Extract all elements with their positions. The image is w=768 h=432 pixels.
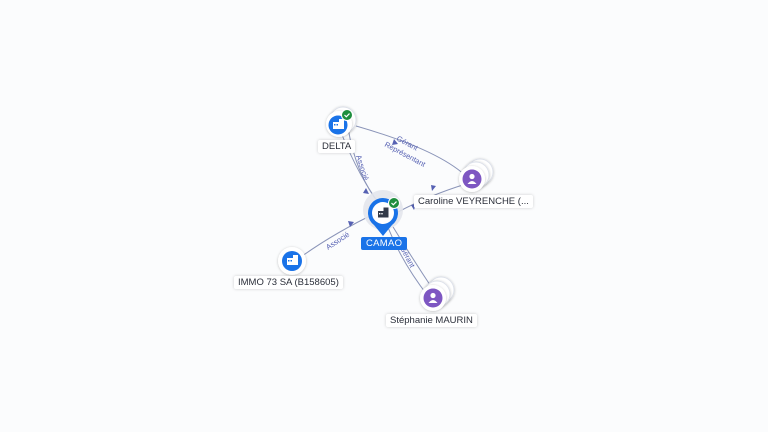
node-label-immo[interactable]: IMMO 73 SA (B158605) (234, 276, 343, 289)
node-label-camao[interactable]: CAMAO (361, 237, 408, 250)
arrow-icon (363, 188, 369, 194)
arrow-icon (431, 185, 436, 191)
person-icon (428, 292, 438, 303)
check-badge-icon (388, 197, 400, 209)
node-label-caroline[interactable]: Caroline VEYRENCHE (... (414, 195, 533, 208)
arrow-icon (392, 139, 398, 145)
check-badge-icon (341, 109, 353, 121)
arrow-icon (348, 221, 354, 227)
building-icon (287, 255, 298, 265)
edge-stephanie-camao (385, 221, 429, 297)
edge-caroline-delta (355, 125, 469, 179)
building-icon (333, 119, 344, 129)
node-camao[interactable] (363, 190, 403, 236)
person-icon (467, 173, 477, 184)
node-immo[interactable] (278, 247, 306, 275)
node-delta[interactable] (326, 106, 357, 137)
node-stephanie[interactable] (420, 276, 455, 311)
node-caroline[interactable] (459, 158, 494, 192)
node-label-delta[interactable]: DELTA (318, 140, 356, 153)
node-label-stephanie[interactable]: Stéphanie MAURIN (386, 314, 477, 327)
building-icon (378, 207, 389, 218)
